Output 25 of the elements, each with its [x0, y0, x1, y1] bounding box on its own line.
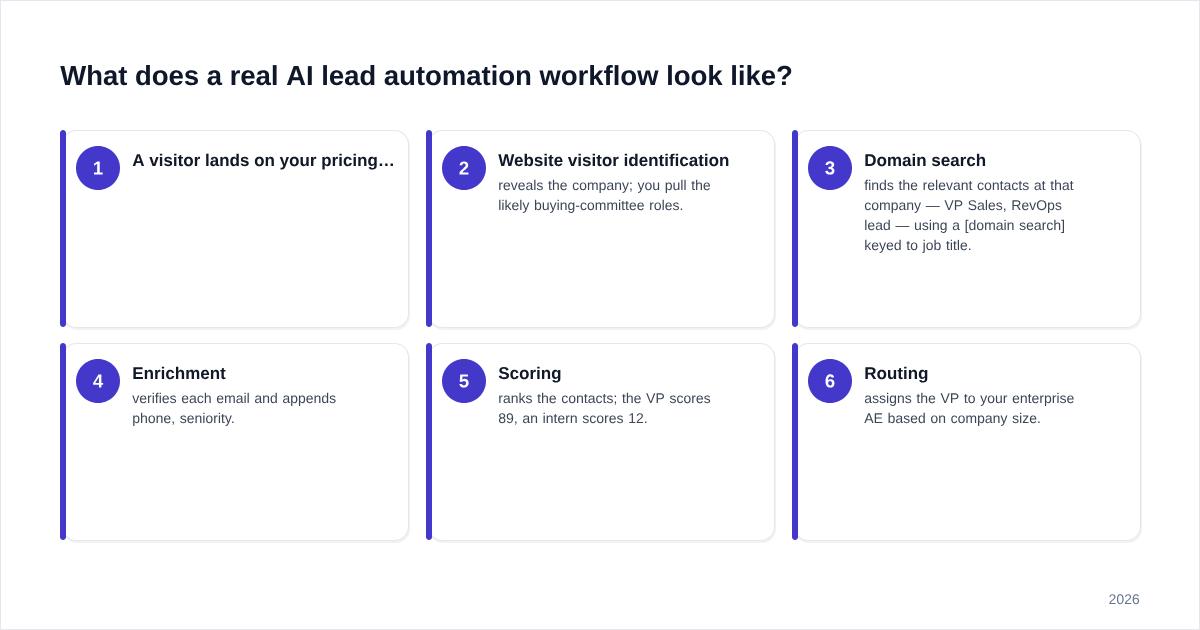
- number-badge: 3: [808, 146, 852, 190]
- card-title: Website visitor identification: [498, 153, 729, 167]
- card-title: Routing: [865, 366, 928, 383]
- number-badge: 6: [808, 359, 852, 403]
- number-badge: 4: [76, 359, 120, 403]
- card-text: finds the relevant contacts at that company — VP Sales, RevOps lead — using a [domain search] keyed to job title.: [864, 179, 1074, 253]
- card-text: ranks the contacts; the VP scores 89, an intern scores 12.: [498, 392, 711, 425]
- card-text: verifies each email and appends phone, seniority.: [132, 392, 336, 426]
- card-title: Enrichment: [133, 366, 226, 380]
- number-badge: 1: [76, 146, 120, 190]
- step-card: [426, 130, 776, 330]
- card-title: A visitor lands on your pricing…: [132, 153, 393, 170]
- step-card: [792, 343, 1142, 543]
- step-card: [60, 130, 410, 330]
- step-card: [792, 130, 1142, 330]
- step-card: [60, 343, 410, 543]
- year-label: 2026: [1109, 594, 1140, 605]
- card-title: Scoring: [498, 366, 561, 383]
- card-text: reveals the company; you pull the likely buying-committee roles.: [499, 179, 711, 213]
- card-title: Domain search: [865, 153, 986, 167]
- card-text: assigns the VP to your enterprise AE based on company size.: [864, 392, 1074, 426]
- number-badge: 5: [442, 359, 486, 403]
- number-badge: 2: [442, 146, 486, 190]
- heading: What does a real AI lead automation workflow look like?: [60, 65, 792, 86]
- step-card: [426, 343, 776, 543]
